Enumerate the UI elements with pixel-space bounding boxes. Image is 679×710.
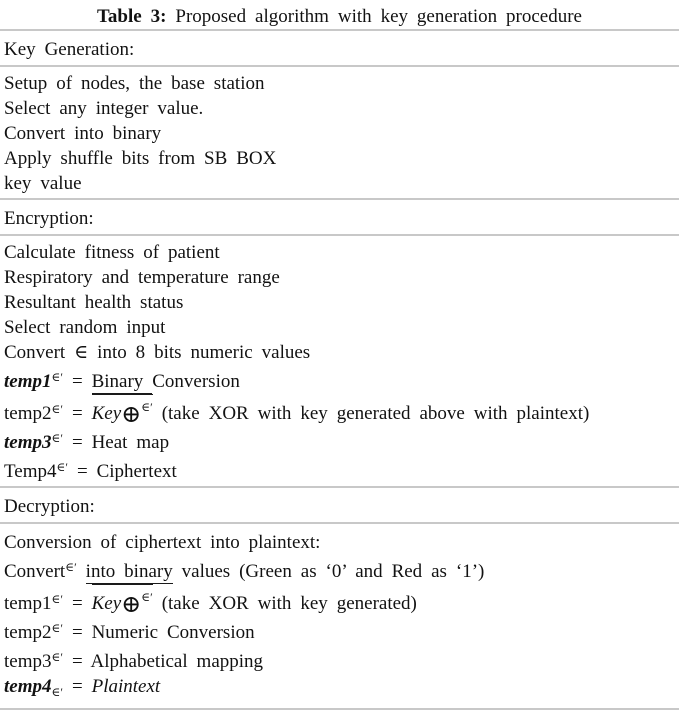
text-segment: Apply shuffle bits from SB BOX: [4, 148, 277, 169]
text-segment: =: [63, 593, 92, 614]
section-body-decryption: Conversion of ciphertext into plaintext:…: [0, 524, 679, 708]
text-segment: Calculate fitness of patient: [4, 242, 220, 263]
text-segment: Setup of nodes, the base station: [4, 73, 265, 94]
text-segment: temp2: [4, 622, 52, 643]
text-segment: = Numeric Conversion: [63, 622, 255, 643]
text-segment: into binary: [85, 561, 173, 584]
text-segment: Key⊕∈′: [91, 394, 153, 428]
section-header-key-generation: Key Generation:: [4, 39, 135, 60]
text-segment: = Heat map: [63, 432, 170, 453]
text-segment: temp3: [4, 651, 52, 672]
text-segment: ∈′: [51, 592, 64, 606]
text-segment: ⊕: [121, 400, 142, 428]
text-segment: [77, 561, 86, 582]
table-line: temp1∈′ = Binary Conversion: [0, 365, 679, 394]
text-segment: temp1: [4, 593, 52, 614]
text-segment: ∈′: [51, 370, 64, 384]
table-line: key value: [0, 171, 679, 196]
text-segment: Convert: [4, 561, 66, 582]
table-line: temp2∈′ = Key⊕∈′ (take XOR with key gene…: [0, 394, 679, 426]
table-rule-after-keygen-header: [0, 65, 679, 67]
text-segment: temp1: [4, 371, 52, 392]
text-segment: ∈′: [141, 590, 153, 604]
table-line: Select any integer value.: [0, 96, 679, 121]
text-segment: Proposed algorithm with key generation p…: [166, 6, 582, 27]
text-segment: = Alphabetical mapping: [63, 651, 264, 672]
text-segment: ∈′: [51, 650, 64, 664]
table-line: Calculate fitness of patient: [0, 240, 679, 265]
text-segment: into 8 bits numeric values: [88, 342, 311, 363]
text-segment: Conversion: [152, 371, 240, 392]
text-segment: Binary: [91, 371, 153, 394]
table-line: Conversion of ciphertext into plaintext:: [0, 530, 679, 555]
text-segment: Conversion of ciphertext into plaintext:: [4, 532, 321, 553]
table-rule-top: [0, 29, 679, 31]
text-segment: ∈′: [51, 685, 64, 699]
text-segment: ⊕: [121, 590, 142, 618]
text-segment: temp4: [4, 676, 52, 697]
table-caption: Table 3: Proposed algorithm with key gen…: [0, 0, 679, 29]
text-segment: Convert into binary: [4, 123, 162, 144]
text-segment: temp2: [4, 403, 52, 424]
table-line: Convert∈′ into binary values (Green as ‘…: [0, 555, 679, 584]
text-segment: ∈′: [141, 400, 153, 414]
table-line: Respiratory and temperature range: [0, 265, 679, 290]
table-rule-before-encryption: [0, 198, 679, 200]
text-segment: Respiratory and temperature range: [4, 267, 280, 288]
text-segment: ∈′: [56, 460, 69, 474]
text-segment: Convert: [4, 342, 75, 363]
text-segment: (take XOR with key generated): [152, 593, 417, 614]
table-line: Setup of nodes, the base station: [0, 71, 679, 96]
text-segment: Temp4: [4, 461, 57, 482]
table-rule-after-encryption-header: [0, 234, 679, 236]
text-segment: Select any integer value.: [4, 98, 204, 119]
table-line: temp3∈′ = Alphabetical mapping: [0, 645, 679, 674]
section-header-decryption: Decryption:: [4, 496, 95, 517]
text-segment: ∈′: [65, 560, 77, 574]
text-segment: Plaintext: [91, 676, 161, 697]
text-segment: ∈′: [51, 621, 64, 635]
table-line: Apply shuffle bits from SB BOX: [0, 146, 679, 171]
text-segment: =: [63, 371, 92, 392]
text-segment: Key: [91, 403, 122, 424]
text-segment: values (Green as ‘0’ and Red as ‘1’): [172, 561, 485, 582]
text-segment: =: [63, 676, 92, 697]
text-segment: ∈: [74, 341, 89, 363]
table-line: Resultant health status: [0, 290, 679, 315]
text-segment: Key⊕∈′: [91, 584, 153, 618]
text-segment: ∈′: [51, 431, 64, 445]
table-line: Convert ∈ into 8 bits numeric values: [0, 340, 679, 365]
text-segment: Table 3:: [97, 6, 167, 27]
table-line: temp4∈′ = Plaintext: [0, 674, 679, 705]
text-segment: Select random input: [4, 317, 166, 338]
text-segment: ∈′: [51, 402, 64, 416]
table-line: temp2∈′ = Numeric Conversion: [0, 616, 679, 645]
text-segment: =: [63, 403, 92, 424]
table-line: Select random input: [0, 315, 679, 340]
table-line: Convert into binary: [0, 121, 679, 146]
section-header-encryption: Encryption:: [4, 208, 94, 229]
table-rule-before-decryption: [0, 486, 679, 488]
text-segment: Key: [91, 593, 122, 614]
table-line: temp3∈′ = Heat map: [0, 426, 679, 455]
table-rule-after-decryption-header: [0, 522, 679, 524]
text-segment: temp3: [4, 432, 52, 453]
table-line: Temp4∈′ = Ciphertext: [0, 455, 679, 484]
text-segment: = Ciphertext: [68, 461, 177, 482]
text-segment: Resultant health status: [4, 292, 184, 313]
text-segment: key value: [4, 173, 82, 194]
text-segment: (take XOR with key generated above with …: [152, 403, 590, 424]
table-line: temp1∈′ = Key⊕∈′ (take XOR with key gene…: [0, 584, 679, 616]
